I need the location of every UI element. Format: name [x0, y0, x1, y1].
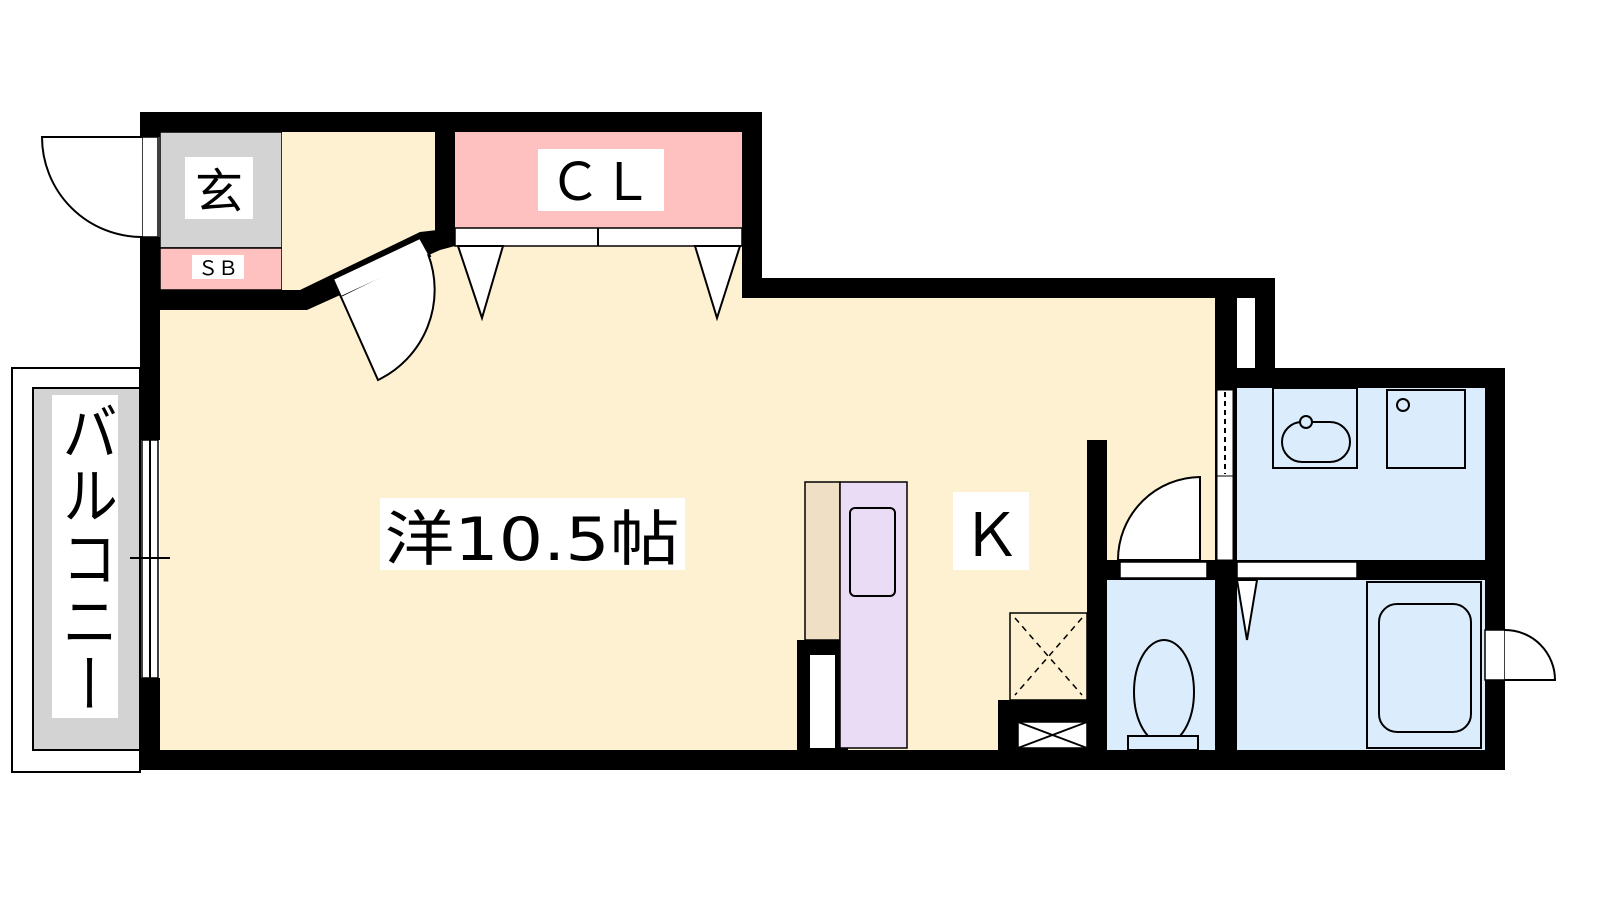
shoe-box-label-bg — [192, 255, 244, 279]
bathtub — [1366, 581, 1482, 749]
pipe-space — [1017, 721, 1088, 749]
closet-label: ＣＬ — [549, 153, 653, 213]
closet-label-bg — [538, 149, 664, 211]
bathroom-window[interactable] — [1484, 629, 1557, 681]
room-door[interactable] — [331, 236, 436, 382]
toilet — [1127, 639, 1199, 751]
shoe-box-label: ＳＢ — [198, 256, 238, 280]
washbasin — [1272, 387, 1358, 469]
wall-opening — [1237, 300, 1255, 366]
toilet-door[interactable] — [1116, 475, 1208, 579]
washroom-sliding-door[interactable] — [1216, 389, 1234, 561]
kitchen-storage — [810, 655, 835, 748]
entrance-label: 玄 — [195, 164, 243, 220]
balcony-window[interactable] — [130, 439, 170, 679]
kitchen-label-bg — [953, 492, 1029, 570]
washing-machine-space — [1386, 389, 1466, 469]
entrance-door[interactable] — [40, 136, 143, 238]
counter-side — [804, 481, 841, 641]
entrance-label-bg — [185, 157, 253, 219]
fridge-space — [1009, 612, 1088, 701]
kitchen-label: Ｋ — [961, 501, 1021, 571]
western-room-floor — [160, 245, 1215, 750]
entrance-door-frame — [141, 136, 159, 238]
western-room-label: 洋10.5帖 — [385, 505, 680, 575]
kitchen-sink — [849, 507, 896, 597]
balcony-label: バルコニー — [53, 400, 118, 715]
balcony — [11, 367, 141, 773]
washroom-floor — [1237, 388, 1485, 560]
bathroom-door[interactable] — [1235, 561, 1358, 641]
western-room-label-bg — [380, 498, 685, 570]
bathroom-floor — [1237, 580, 1485, 750]
toilet-floor — [1107, 580, 1215, 750]
